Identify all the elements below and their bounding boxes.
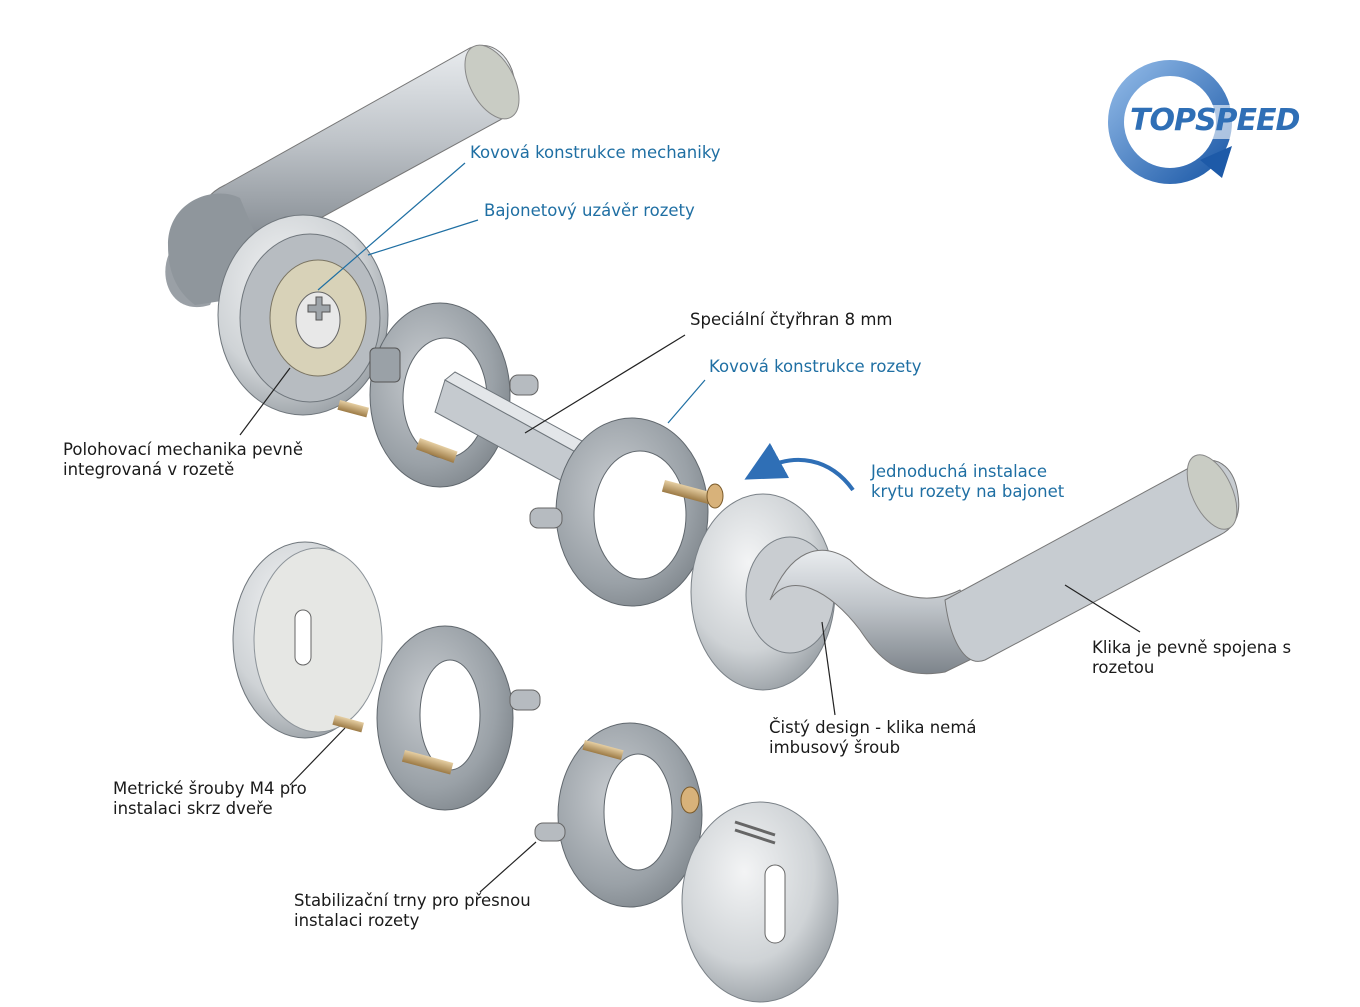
right-handle-assembly	[690, 454, 1240, 691]
right-zinc-rosette	[529, 417, 724, 607]
install-direction-arrow	[744, 442, 855, 492]
bottom-escutcheon	[681, 801, 839, 1003]
label-specialni-ctyrhran: Speciální čtyřhran 8 mm	[690, 310, 893, 329]
label-klika-line1: Klika je pevně spojena s	[1092, 638, 1292, 657]
label-bajonetovy-uzaver: Bajonetový uzávěr rozety	[484, 201, 695, 220]
label-klika-line2: rozetou	[1092, 658, 1155, 677]
label-stabilizacni-trny-line1: Stabilizační trny pro přesnou	[294, 891, 531, 910]
label-metricke-srouby-line1: Metrické šrouby M4 pro	[113, 779, 307, 798]
left-handle-assembly	[165, 44, 520, 416]
label-cisty-design-line2: imbusový šroub	[769, 738, 901, 757]
bottom-right-zinc-rosette	[534, 722, 703, 908]
label-polohovaci-line2: integrovaná v rozetě	[63, 460, 235, 479]
label-stabilizacni-trny-line2: instalaci rozety	[294, 911, 420, 930]
label-kovova-konstrukce-mechaniky: Kovová konstrukce mechaniky	[470, 143, 721, 162]
leader-lines	[317, 162, 706, 424]
label-jednoducha-instalace-line2: krytu rozety na bajonet	[871, 482, 1065, 501]
keyhole-cover-cap	[232, 541, 383, 739]
bottom-zinc-rosette	[376, 625, 541, 811]
label-metricke-srouby-line2: instalaci skrz dveře	[113, 799, 273, 818]
logo-wordmark: TOPSPEED	[1130, 103, 1300, 138]
topspeed-logo	[1108, 60, 1302, 184]
label-kovova-konstrukce-rozety: Kovová konstrukce rozety	[709, 357, 922, 376]
label-jednoducha-instalace-line1: Jednoduchá instalace	[871, 462, 1047, 481]
leader-lines-black	[239, 334, 1141, 893]
label-polohovaci-line1: Polohovací mechanika pevně	[63, 440, 303, 459]
label-cisty-design-line1: Čistý design - klika nemá	[769, 718, 977, 737]
middle-rosette-and-spindle	[337, 302, 701, 546]
